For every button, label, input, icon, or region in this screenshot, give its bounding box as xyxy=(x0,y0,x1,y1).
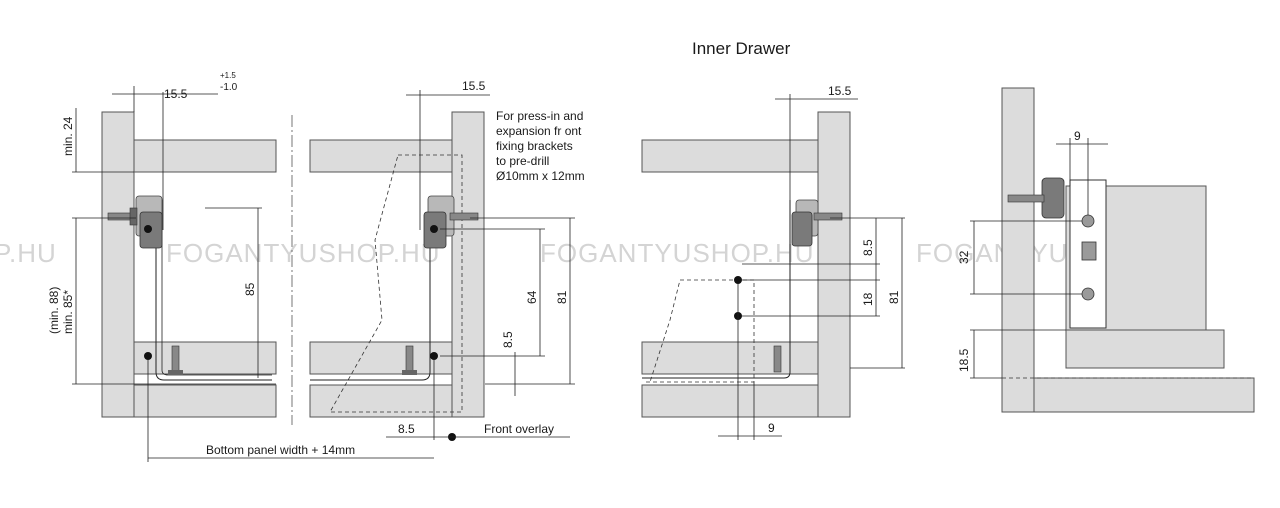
reference-point xyxy=(144,352,152,360)
drawer-bottom-panel xyxy=(309,341,453,375)
note-line-5: Ø10mm x 12mm xyxy=(496,169,585,183)
screw-icon xyxy=(449,212,479,221)
reference-point xyxy=(144,225,152,233)
dim-15-5-tolerance: 15.5 xyxy=(164,87,188,101)
note-line-3: fixing brackets xyxy=(496,139,573,153)
drawer-side-profile xyxy=(155,200,272,381)
cabinet-side-panel xyxy=(817,111,851,418)
cabinet-bottom-panel xyxy=(641,384,819,418)
dim-85: 85 xyxy=(243,282,257,296)
screw-icon xyxy=(813,212,843,221)
dim-18: 18 xyxy=(861,292,875,306)
screw-icon xyxy=(107,207,138,226)
dim-15-5: 15.5 xyxy=(828,84,852,98)
drawer-side-profile xyxy=(310,200,431,381)
reference-point xyxy=(430,352,438,360)
cabinet-side-panel xyxy=(451,111,485,418)
reference-point xyxy=(734,276,742,284)
cabinet-side-panel xyxy=(101,111,135,418)
dim-18-5: 18.5 xyxy=(957,348,971,372)
dim-min-88: (min. 88) xyxy=(47,287,61,334)
side-view: 9 32 18.5 xyxy=(957,87,1255,413)
drawer-bottom-panel xyxy=(641,341,819,375)
dim-bottom-panel-width: Bottom panel width + 14mm xyxy=(206,443,355,457)
screw-icon xyxy=(773,345,782,373)
dim-9: 9 xyxy=(768,421,775,435)
right-view: 15.5 8.5 18 81 9 xyxy=(641,84,905,440)
dim-8-5-horizontal: 8.5 xyxy=(398,422,415,436)
screw-icon xyxy=(402,345,417,375)
dim-64: 64 xyxy=(525,290,539,304)
dim-9: 9 xyxy=(1074,129,1081,143)
dim-min-24: min. 24 xyxy=(61,116,75,156)
screw-icon xyxy=(168,345,183,375)
screw-icon xyxy=(1007,194,1045,203)
drawer-side-profile xyxy=(642,200,791,379)
front-fixing-clip xyxy=(1041,177,1065,219)
mounting-hole xyxy=(1081,287,1095,301)
drawing-title: Inner Drawer xyxy=(692,39,791,58)
dim-81: 81 xyxy=(887,290,901,304)
front-outline xyxy=(646,279,755,383)
watermark-text-2: FOGANTYUSHOP.HU xyxy=(540,238,815,268)
front-overlay-label: Front overlay xyxy=(484,422,554,436)
middle-view: 15.5 For press-in and expansion fr ont f… xyxy=(309,79,585,441)
tolerance-plus: +1.5 xyxy=(220,71,236,80)
note-line-2: expansion fr ont xyxy=(496,124,582,138)
top-panel xyxy=(641,139,819,173)
top-panel xyxy=(309,139,453,173)
note-line-1: For press-in and xyxy=(496,109,583,123)
dim-32: 32 xyxy=(957,250,971,264)
mounting-hole xyxy=(1081,214,1095,228)
tolerance-minus: -1.0 xyxy=(220,82,238,93)
drawer-side-inner xyxy=(161,200,272,376)
cabinet-bottom-panel xyxy=(1033,377,1255,413)
dim-8-5-vertical: 8.5 xyxy=(501,331,515,348)
mounting-slot xyxy=(1081,241,1097,261)
note-line-4: to pre-drill xyxy=(496,154,549,168)
watermark-text-left: P.HU xyxy=(0,238,57,268)
drawer-bottom-panel xyxy=(133,341,277,375)
top-panel xyxy=(133,139,277,173)
reference-point xyxy=(430,225,438,233)
drawer-bottom-panel xyxy=(1065,329,1225,369)
runner-clip xyxy=(791,211,813,247)
cabinet-side-panel xyxy=(1001,87,1035,413)
watermark-text-1: FOGANTYUSHOP.HU xyxy=(166,238,441,268)
cabinet-bottom-panel xyxy=(133,384,277,418)
dim-min-85: min. 85* xyxy=(61,290,75,334)
dim-15-5: 15.5 xyxy=(462,79,486,93)
dim-8-5: 8.5 xyxy=(861,239,875,256)
left-view: 15.5 +1.5 -1.0 min. 24 (min. 88) min. 85… xyxy=(47,71,434,462)
front-outline xyxy=(329,154,463,413)
dim-81: 81 xyxy=(555,290,569,304)
